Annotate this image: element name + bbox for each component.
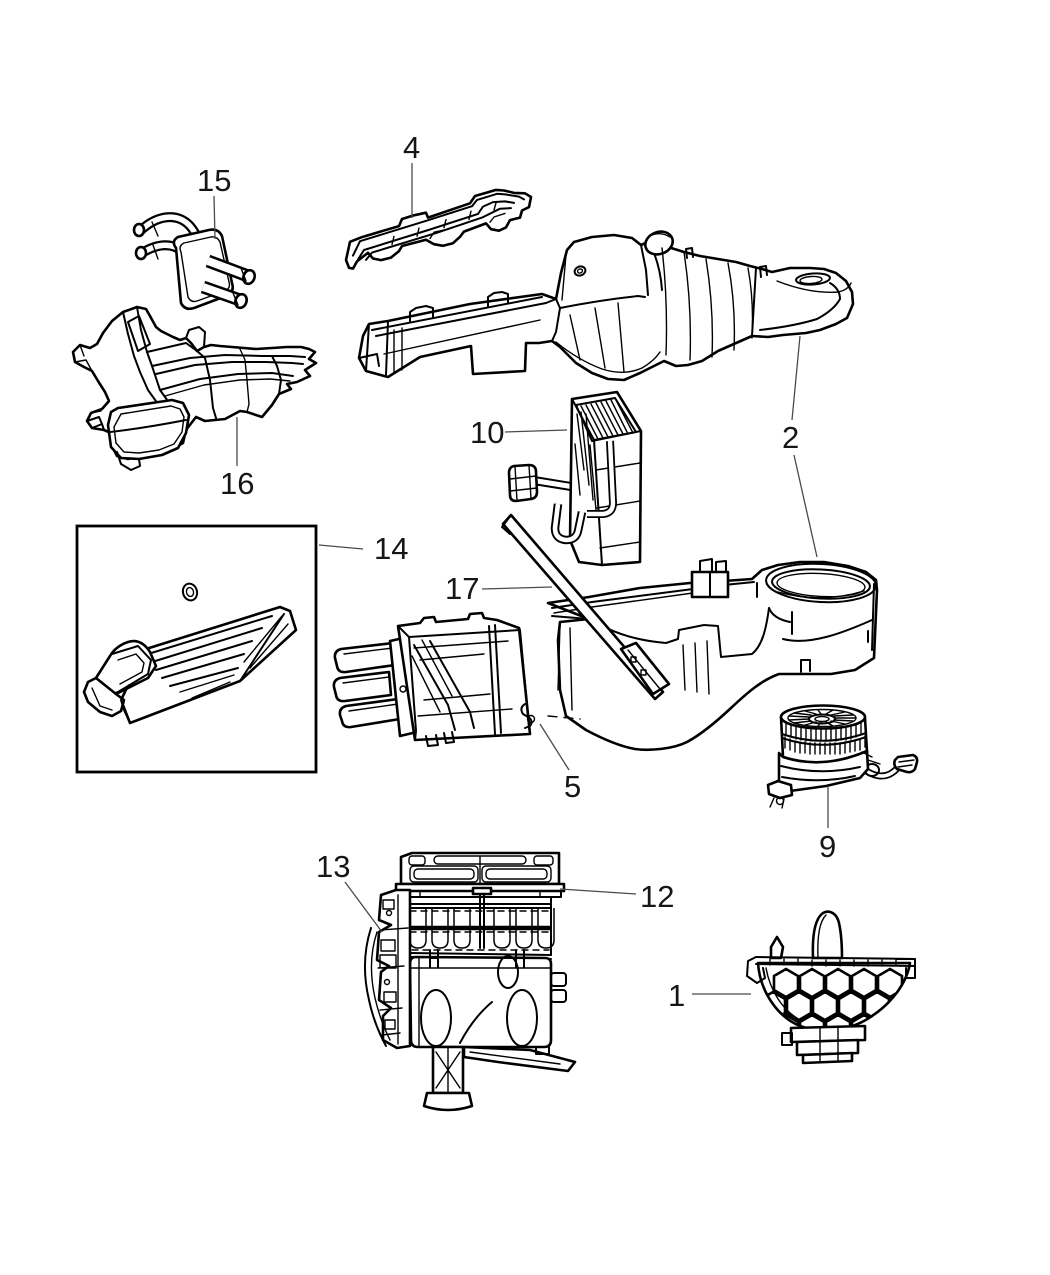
svg-text:17: 17 xyxy=(445,571,479,606)
svg-text:14: 14 xyxy=(374,531,408,566)
svg-text:4: 4 xyxy=(403,130,420,165)
svg-text:5: 5 xyxy=(564,769,581,804)
svg-text:16: 16 xyxy=(220,466,254,501)
svg-text:2: 2 xyxy=(782,420,799,455)
svg-text:13: 13 xyxy=(316,849,350,884)
svg-text:1: 1 xyxy=(668,978,685,1013)
svg-text:15: 15 xyxy=(197,163,231,198)
svg-text:12: 12 xyxy=(640,879,674,914)
svg-text:9: 9 xyxy=(819,829,836,864)
svg-text:10: 10 xyxy=(470,415,504,450)
